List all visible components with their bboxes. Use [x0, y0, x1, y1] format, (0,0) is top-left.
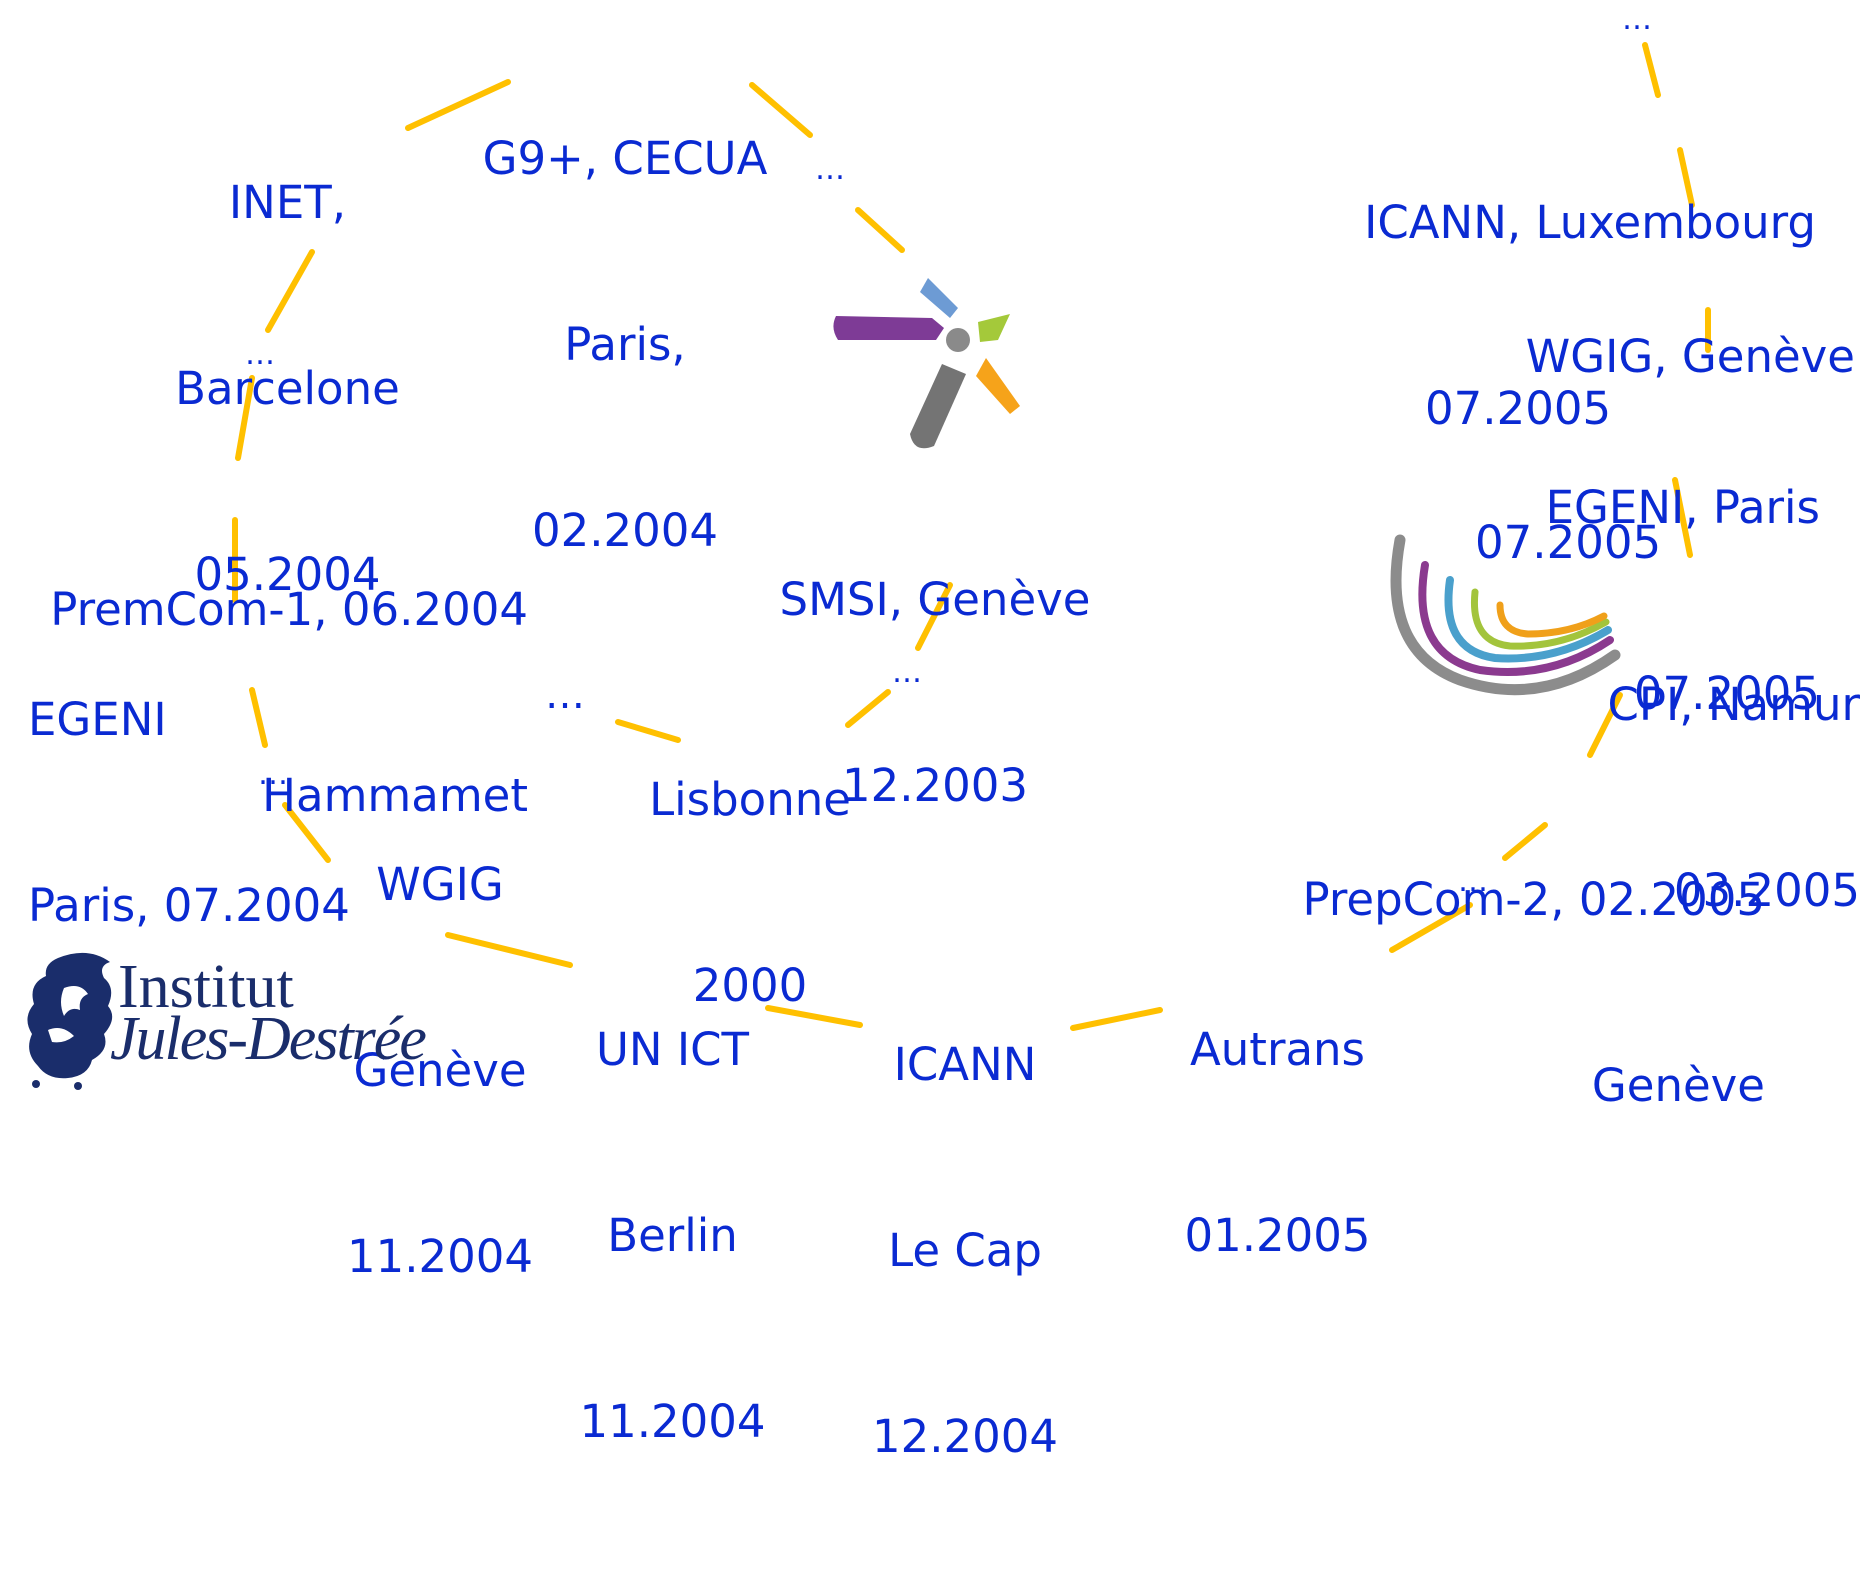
node-prepcom2: PrepCom-2, 02.2005 Genève: [1302, 873, 1765, 1112]
node-smsi: SMSI, Genève 12.2003: [779, 573, 1091, 812]
connector: [845, 689, 891, 728]
connector: [765, 1005, 863, 1028]
connector: [249, 687, 268, 748]
rooster-emblem-icon: [27, 952, 113, 1090]
node-premcom1: PremCom-1, 06.2004 Hammamet: [50, 583, 528, 822]
connector: [1389, 902, 1473, 953]
timeline-diagram: G9+, CECUA Paris, 02.2004 INET, Barcelon…: [27, 2, 1860, 1463]
node-cpi-namur: CPI, Namur 03.2005: [1607, 678, 1860, 917]
ellipsis-marker: …: [1622, 2, 1652, 37]
institute-name-line2: Jules-Destrée: [110, 1005, 427, 1073]
connector: [265, 249, 315, 333]
connector: [1677, 147, 1695, 208]
connector: [855, 207, 905, 253]
node-inet: INET, Barcelone 05.2004: [175, 176, 400, 601]
ellipsis-marker: …: [1458, 864, 1488, 899]
ellipsis-marker: …: [892, 655, 922, 690]
wsis-logo-icon: [833, 278, 1020, 449]
institute-name-line1: Institut: [118, 953, 294, 1021]
connector: [1587, 692, 1623, 758]
node-icann-luxembourg: ICANN, Luxembourg 07.2005: [1364, 196, 1816, 435]
node-wgig-2005: WGIG, Genève 07.2005: [1475, 330, 1855, 569]
node-egeni-2005: EGENI, Paris 07.2005: [1545, 481, 1820, 720]
connector: [615, 719, 681, 743]
connector: [282, 802, 331, 863]
node-lisbonne: Lisbonne 2000: [649, 773, 851, 1012]
connector: [1642, 42, 1661, 98]
connector: [445, 932, 573, 968]
connector: [915, 582, 953, 651]
ellipsis-marker: …: [545, 672, 585, 718]
cpi-swoosh-icon: [1390, 534, 1621, 696]
connector-lines: [232, 42, 1711, 1031]
connector: [235, 375, 255, 461]
connector: [1672, 477, 1693, 558]
node-g9-cecua: G9+, CECUA Paris, 02.2004: [482, 132, 768, 557]
node-egeni-2004: EGENI Paris, 07.2004: [28, 693, 350, 932]
ellipsis-marker: …: [245, 337, 275, 372]
connector: [405, 79, 511, 131]
ellipsis-marker: …: [258, 757, 288, 792]
connector: [1070, 1007, 1163, 1031]
ellipsis-marker: …: [815, 152, 845, 187]
node-icann-le-cap: ICANN Le Cap 12.2004: [871, 1038, 1059, 1463]
connector: [1502, 822, 1548, 861]
connector: [749, 82, 813, 138]
